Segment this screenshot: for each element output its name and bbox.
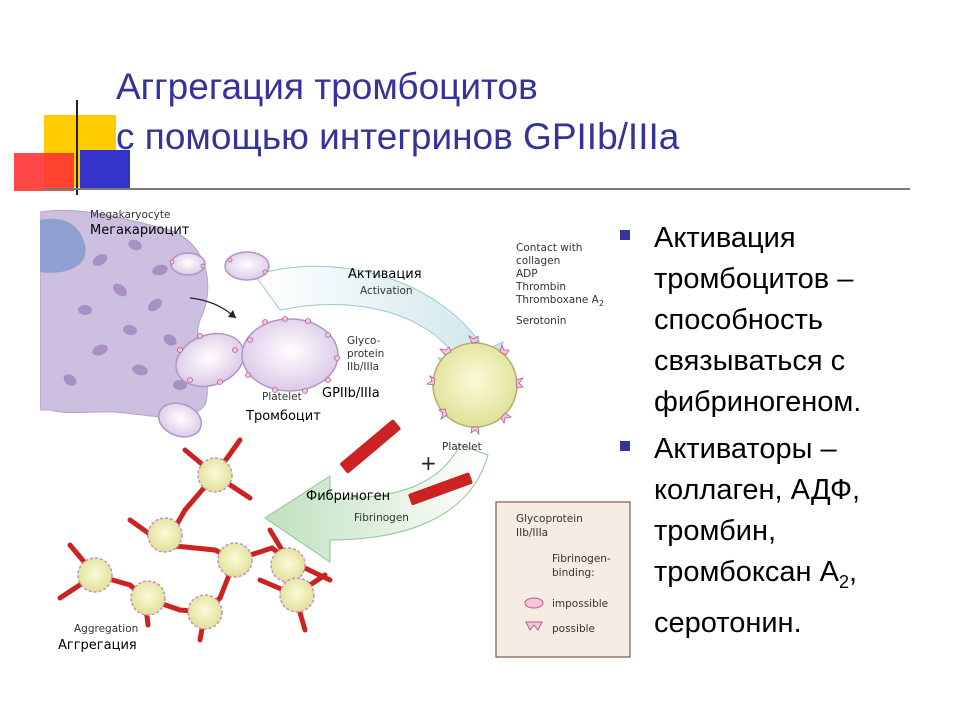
fibrinogen-label-en: Fibrinogen xyxy=(354,512,409,524)
platelet-label-en: Platelet xyxy=(262,391,302,403)
gpiib-label-ru: GPIIb/IIIa xyxy=(322,386,380,401)
resting-platelet xyxy=(170,252,206,276)
contact-line: Thromboxane A2 xyxy=(515,294,604,308)
contact-line: Thrombin xyxy=(515,281,566,293)
fibrinogen-label-ru: Фибриноген xyxy=(306,489,390,504)
fibrinogen-rod xyxy=(408,472,473,506)
bullet-item: Активация тромбоцитов – способность связ… xyxy=(618,218,938,423)
aggregated-platelet xyxy=(130,580,166,616)
legend-possible: possible xyxy=(552,623,595,635)
bullet-text: Активация тромбоцитов – способность связ… xyxy=(654,222,862,418)
platelet-aggregation-diagram: Megakaryocyte Мегакариоцит Активация Act… xyxy=(40,209,631,658)
deco-vertical-line xyxy=(76,100,78,195)
deco-red-square xyxy=(14,153,74,191)
aggregation-label-en: Aggregation xyxy=(74,623,138,635)
possible-receptor-icon xyxy=(525,621,543,631)
legend-title-line-2: IIb/IIIa xyxy=(516,527,548,539)
title-line-1: Аггрегация тромбоцитов xyxy=(116,66,538,107)
aggregated-platelets xyxy=(77,457,315,630)
plus-sign: + xyxy=(420,451,437,475)
deco-blue-square xyxy=(80,150,130,190)
bullet-text-end: , серотонин. xyxy=(654,556,858,639)
title-line-2: с помощью интегринов GPIIb/IIIa xyxy=(116,116,680,157)
aggregated-platelet xyxy=(77,557,113,593)
bullet-item: Активаторы – коллаген, АДФ, тромбин, тро… xyxy=(618,429,938,644)
contact-line: ADP xyxy=(516,268,538,280)
contact-line: Contact with xyxy=(516,242,582,254)
aggregated-platelet xyxy=(187,594,223,630)
legend-binding-line-2: binding: xyxy=(552,567,595,579)
glycoprotein-label-line-3: IIb/IIIa xyxy=(347,361,379,373)
glycoprotein-label-line-2: protein xyxy=(347,348,384,360)
contact-line: Serotonin xyxy=(516,315,566,327)
megakaryocyte-label-en: Megakaryocyte xyxy=(90,209,170,221)
bullet-subscript: 2 xyxy=(838,571,849,592)
fibrinogen-rod xyxy=(340,419,401,474)
contact-activators-list: Contact with collagen ADP Thrombin Throm… xyxy=(515,242,604,327)
platelet2-label-en: Platelet xyxy=(442,441,482,453)
bullet-list: Активация тромбоцитов – способность связ… xyxy=(618,218,938,650)
aggregated-platelet xyxy=(197,457,233,493)
aggregated-platelet xyxy=(147,517,183,553)
gp-receptors-active xyxy=(425,335,525,436)
impossible-receptor-icon xyxy=(524,597,544,609)
legend-impossible: impossible xyxy=(552,598,608,610)
legend-binding-line-1: Fibrinogen- xyxy=(552,553,611,565)
aggregated-platelet xyxy=(270,547,306,583)
contact-line: collagen xyxy=(516,255,560,267)
aggregated-platelet xyxy=(217,542,253,578)
legend-title-line-1: Glycoprotein xyxy=(516,513,583,525)
title-rule xyxy=(44,188,910,190)
platelet-label-ru: Тромбоцит xyxy=(245,409,321,424)
megakaryocyte-granules xyxy=(63,239,187,390)
megakaryocyte-label-ru: Мегакариоцит xyxy=(90,223,190,238)
bullet-text: Активаторы – коллаген, АДФ, тромбин, тро… xyxy=(654,433,861,588)
gp-receptors-inactive xyxy=(169,257,340,394)
budding-arrow-head xyxy=(228,310,236,318)
glycoprotein-label-line-1: Glyco- xyxy=(347,335,381,347)
activation-label-en: Activation xyxy=(360,285,413,297)
square-bullet-icon xyxy=(620,230,630,240)
megakaryocyte-nucleus-lobe xyxy=(40,218,86,273)
slide-title: Аггрегация тромбоцитов с помощью интегри… xyxy=(116,62,936,162)
activation-label-ru: Активация xyxy=(348,267,422,282)
resting-platelet xyxy=(224,251,270,281)
resting-platelet xyxy=(241,318,339,392)
aggregation-label-ru: Аггрегация xyxy=(58,638,137,653)
square-bullet-icon xyxy=(620,441,630,451)
aggregated-platelet xyxy=(279,577,315,613)
resting-platelets xyxy=(157,251,339,438)
receptor-legend: Glycoprotein IIb/IIIa Fibrinogen- bindin… xyxy=(495,501,631,658)
aggregation-arrow xyxy=(264,444,489,563)
resting-platelet xyxy=(157,402,203,438)
